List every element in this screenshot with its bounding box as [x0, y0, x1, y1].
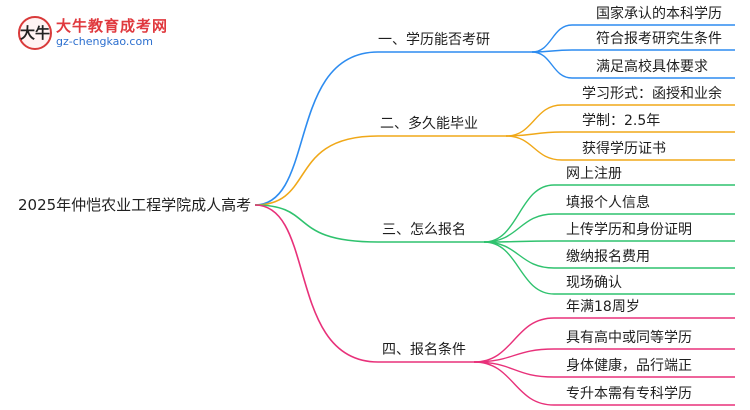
leaf-label: 具有高中或同等学历	[566, 330, 692, 346]
logo-site-url: gz-chengkao.com	[56, 35, 153, 48]
leaf-connector	[473, 361, 555, 378]
leaf-connector	[473, 348, 555, 363]
leaf-connector	[531, 51, 573, 79]
leaf-label: 现场确认	[566, 275, 622, 291]
leaf-label: 身体健康，品行端正	[566, 358, 692, 374]
leaf-connector	[473, 361, 555, 406]
leaf-connector	[483, 241, 555, 295]
leaf-connector	[483, 213, 555, 243]
leaf-label: 获得学历证书	[582, 141, 666, 157]
leaf-label: 填报个人信息	[566, 195, 650, 211]
branch-connector	[254, 204, 379, 363]
leaf-label: 学制：2.5年	[582, 113, 661, 129]
leaf-connector	[483, 184, 555, 243]
leaf-label: 学习形式：函授和业余	[582, 86, 722, 102]
leaf-label: 专升本需有专科学历	[566, 386, 692, 402]
leaf-connector	[505, 104, 563, 137]
root-topic: 2025年仲恺农业工程学院成人高考	[18, 196, 252, 214]
leaf-label: 上传学历和身份证明	[566, 222, 692, 238]
branch-connector	[254, 204, 379, 243]
leaf-connector	[473, 317, 555, 363]
branch-label: 二、多久能毕业	[380, 116, 478, 132]
leaf-label: 网上注册	[566, 166, 622, 182]
leaf-label: 国家承认的本科学历	[596, 6, 722, 22]
branch-label: 一、学历能否考研	[378, 32, 490, 48]
leaf-connector	[505, 135, 563, 161]
logo-site-name: 大牛教育成考网	[56, 17, 169, 35]
leaf-label: 缴纳报名费用	[566, 249, 650, 265]
logo: 大牛 大牛教育成考网 gz-chengkao.com	[14, 12, 184, 52]
branch-label: 四、报名条件	[382, 342, 466, 358]
branch-label: 三、怎么报名	[382, 222, 466, 238]
leaf-connector	[531, 24, 573, 53]
branch-connector	[254, 135, 379, 206]
leaf-label: 年满18周岁	[566, 299, 640, 315]
logo-mark: 大牛	[18, 16, 52, 50]
leaf-label: 满足高校具体要求	[596, 59, 708, 75]
leaf-label: 符合报考研究生条件	[596, 31, 722, 47]
branch-connector	[254, 51, 379, 206]
leaf-connector	[483, 241, 555, 269]
